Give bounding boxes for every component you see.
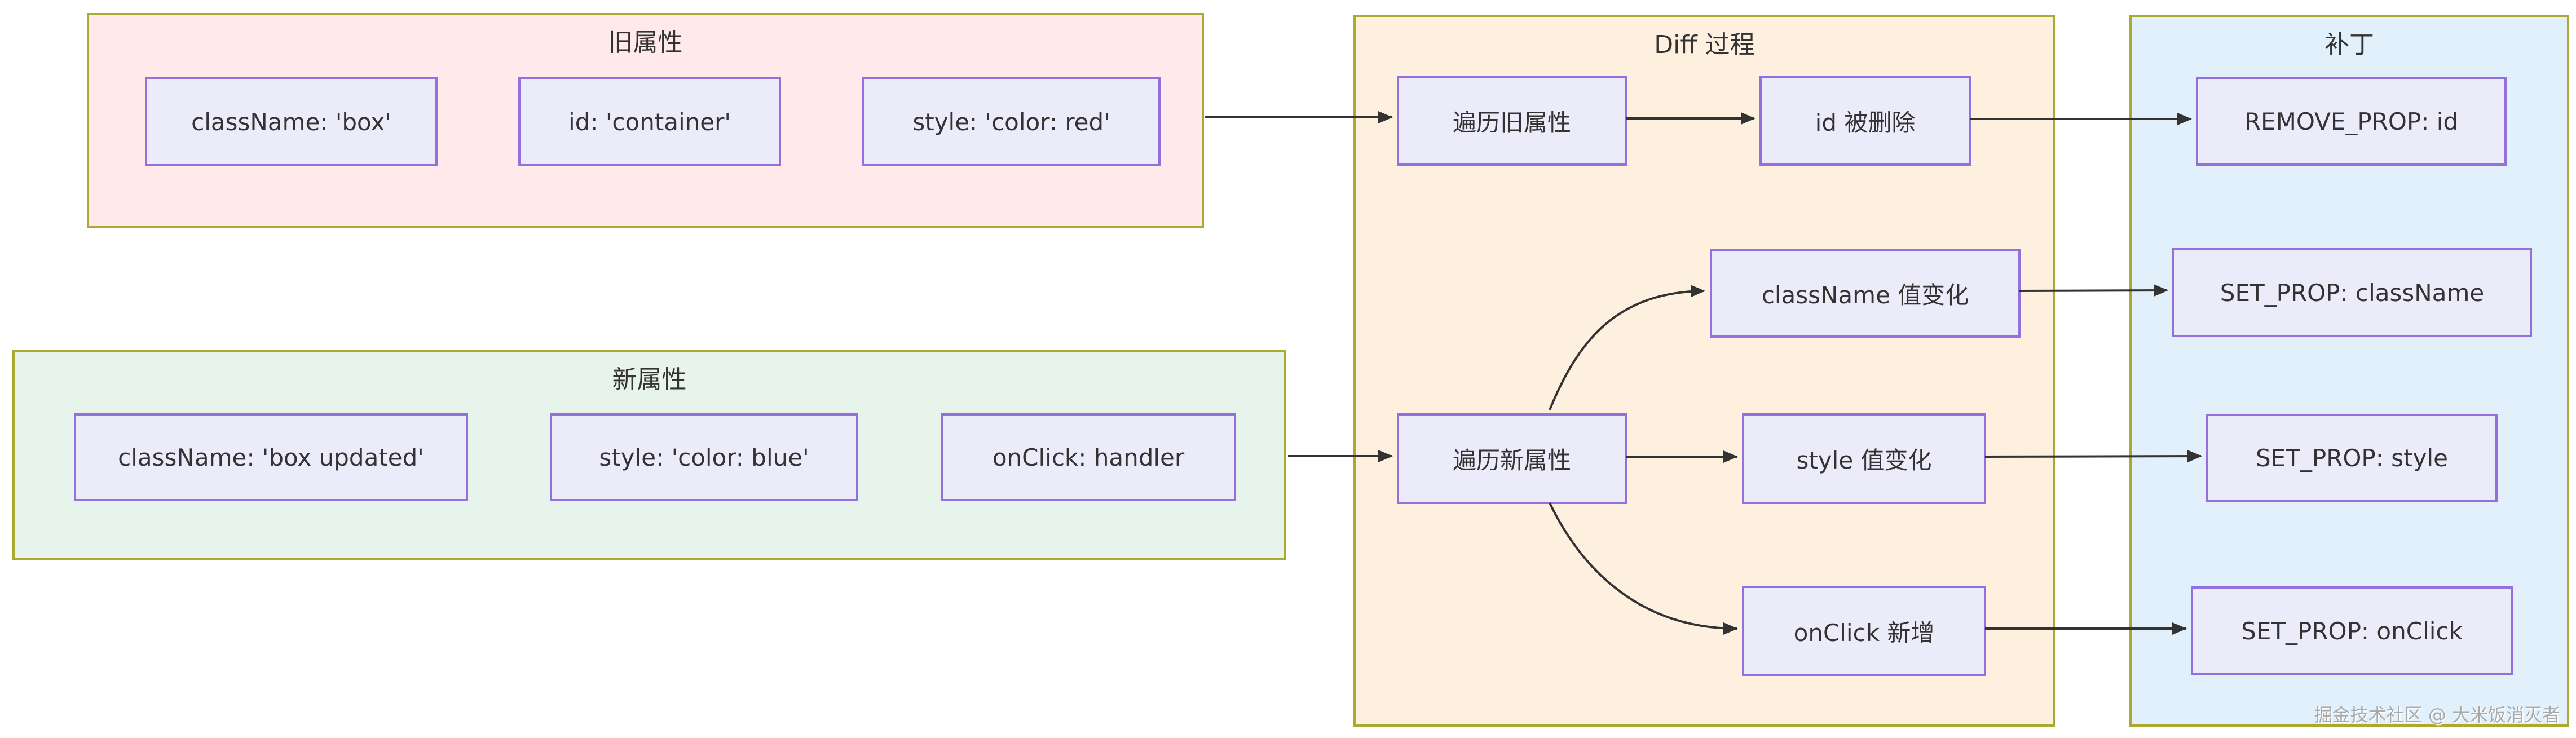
node-set-prop-classname: SET_PROP: className — [2172, 248, 2532, 337]
node-classname-changed: className 值变化 — [1710, 249, 2021, 338]
cluster-title-patches: 补丁 — [2324, 30, 2374, 59]
node-remove-prop-id: REMOVE_PROP: id — [2196, 77, 2507, 166]
cluster-diff-process: Diff 过程 遍历旧属性 id 被删除 className 值变化 遍历新属性… — [1353, 15, 2055, 727]
watermark: 掘金技术社区 @ 大米饭消灭者 — [2314, 704, 2560, 726]
cluster-title-new-props: 新属性 — [612, 365, 687, 394]
node-id-deleted: id 被删除 — [1759, 76, 1971, 166]
cluster-title-diff-process: Diff 过程 — [1654, 30, 1755, 59]
node-id-container: id: 'container' — [518, 77, 781, 166]
cluster-title-old-props: 旧属性 — [608, 28, 683, 57]
cluster-patches: 补丁 REMOVE_PROP: id SET_PROP: className S… — [2129, 15, 2569, 727]
node-style-color-blue: style: 'color: blue' — [550, 413, 858, 501]
node-traverse-new-props: 遍历新属性 — [1397, 413, 1627, 504]
node-set-prop-style: SET_PROP: style — [2206, 414, 2498, 502]
node-onclick-handler: onClick: handler — [941, 413, 1236, 501]
node-traverse-old-props: 遍历旧属性 — [1397, 76, 1627, 166]
node-classname-box: className: 'box' — [145, 77, 438, 166]
node-style-color-red: style: 'color: red' — [862, 77, 1161, 166]
cluster-new-props: 新属性 className: 'box updated' style: 'col… — [12, 350, 1286, 560]
node-set-prop-onclick: SET_PROP: onClick — [2191, 586, 2513, 675]
cluster-old-props: 旧属性 className: 'box' id: 'container' sty… — [87, 13, 1204, 228]
node-onclick-added: onClick 新增 — [1742, 586, 1986, 676]
node-style-changed: style 值变化 — [1742, 413, 1986, 504]
node-classname-box-updated: className: 'box updated' — [74, 413, 468, 501]
